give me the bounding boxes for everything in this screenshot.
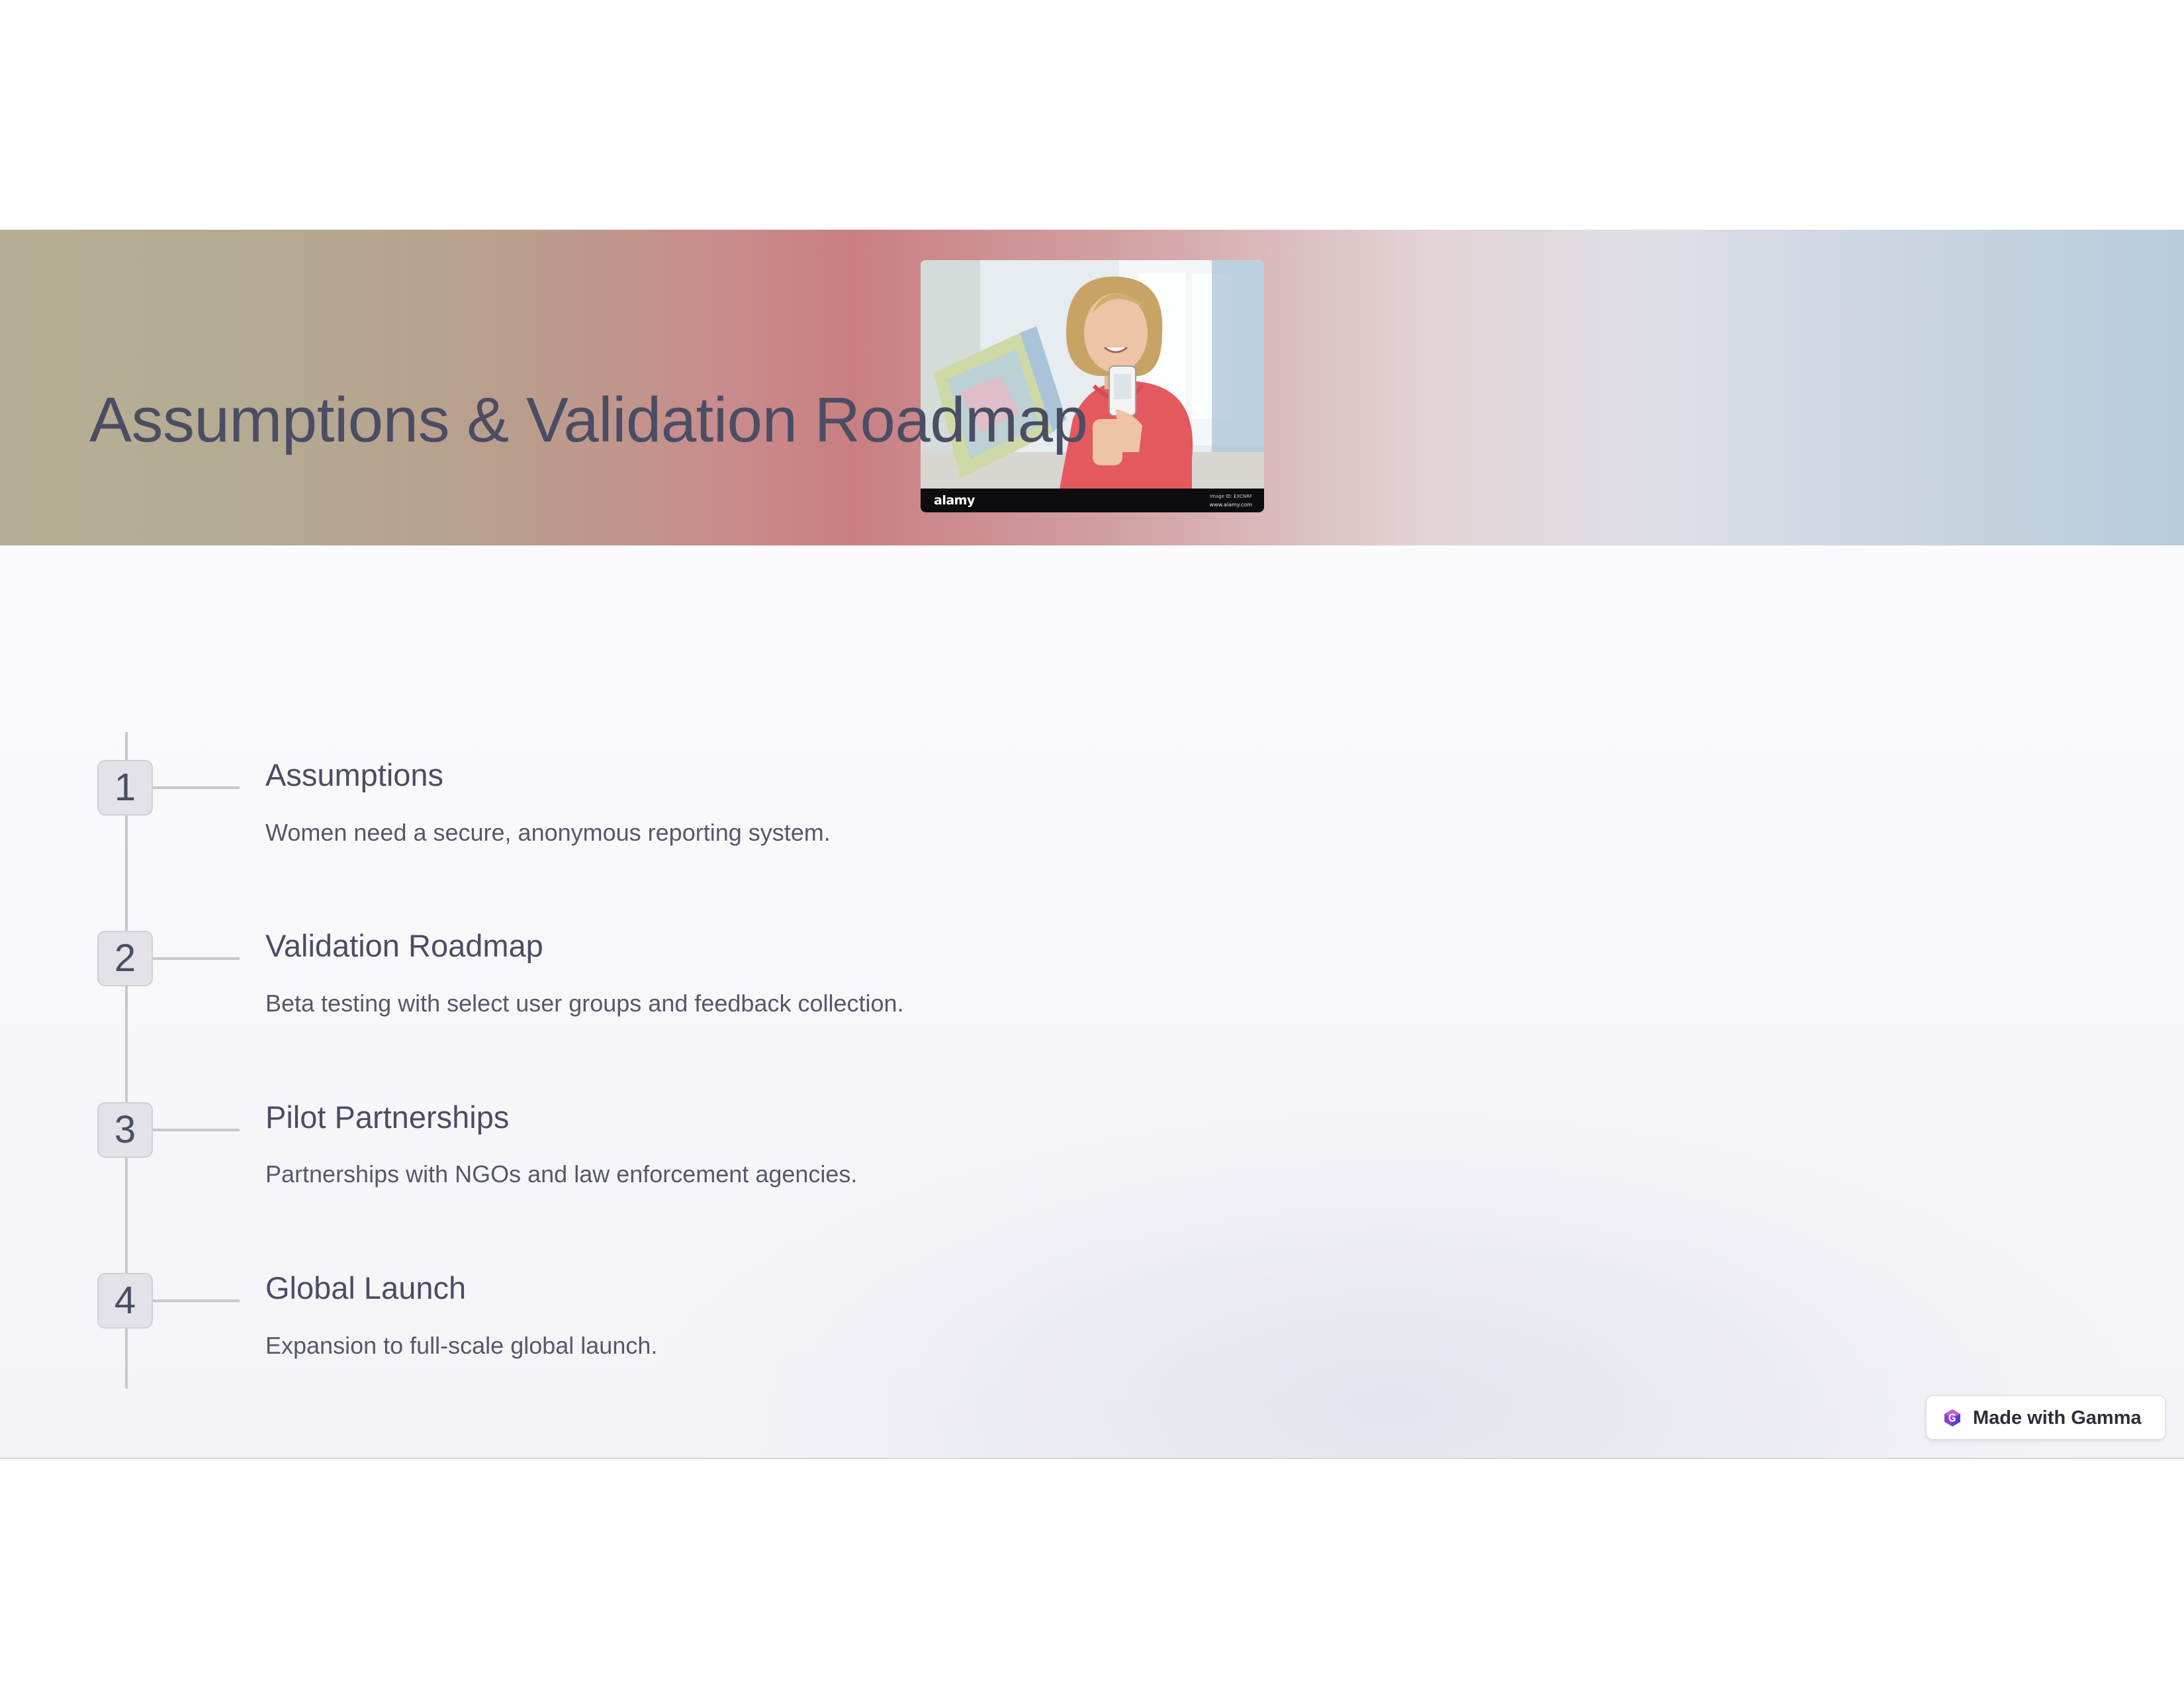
step-number-badge: 3 (97, 1102, 153, 1158)
step-description: Expansion to full-scale global launch. (265, 1332, 658, 1359)
watermark-bar (921, 489, 1264, 512)
step-number-badge: 4 (97, 1273, 153, 1329)
slide-background (0, 545, 2184, 1458)
banner-photo[interactable]: alamy Image ID: EXCNRF www.alamy.com (921, 260, 1264, 512)
watermark-brand: alamy (934, 493, 975, 508)
slide: alamy Image ID: EXCNRF www.alamy.com (0, 230, 2184, 1459)
step-connector (153, 1299, 240, 1302)
step-connector (153, 957, 240, 960)
watermark-image-id: Image ID: EXCNRF (1210, 494, 1252, 499)
step-title: Global Launch (265, 1270, 467, 1305)
step-connector (153, 1129, 240, 1131)
step-number-badge: 1 (97, 760, 153, 816)
woman-with-map-and-phone-illustration (921, 260, 1264, 512)
step-title: Pilot Partnerships (265, 1100, 510, 1135)
step-number-badge: 2 (97, 931, 153, 986)
made-with-gamma-button[interactable]: Made with Gamma (1926, 1395, 2165, 1440)
step-description: Partnerships with NGOs and law enforceme… (265, 1160, 858, 1188)
timeline-line (125, 732, 128, 1389)
made-with-gamma-label: Made with Gamma (1973, 1407, 2142, 1429)
watermark-url: www.alamy.com (1209, 502, 1252, 508)
step-description: Beta testing with select user groups and… (265, 990, 904, 1017)
header-banner: alamy Image ID: EXCNRF www.alamy.com (0, 230, 2184, 545)
step-title: Validation Roadmap (265, 928, 543, 963)
step-connector (153, 786, 240, 789)
slide-title: Assumptions & Validation Roadmap (89, 385, 1088, 455)
step-title: Assumptions (265, 757, 444, 792)
step-description: Women need a secure, anonymous reporting… (265, 819, 831, 846)
gamma-logo-icon (1944, 1409, 1960, 1427)
